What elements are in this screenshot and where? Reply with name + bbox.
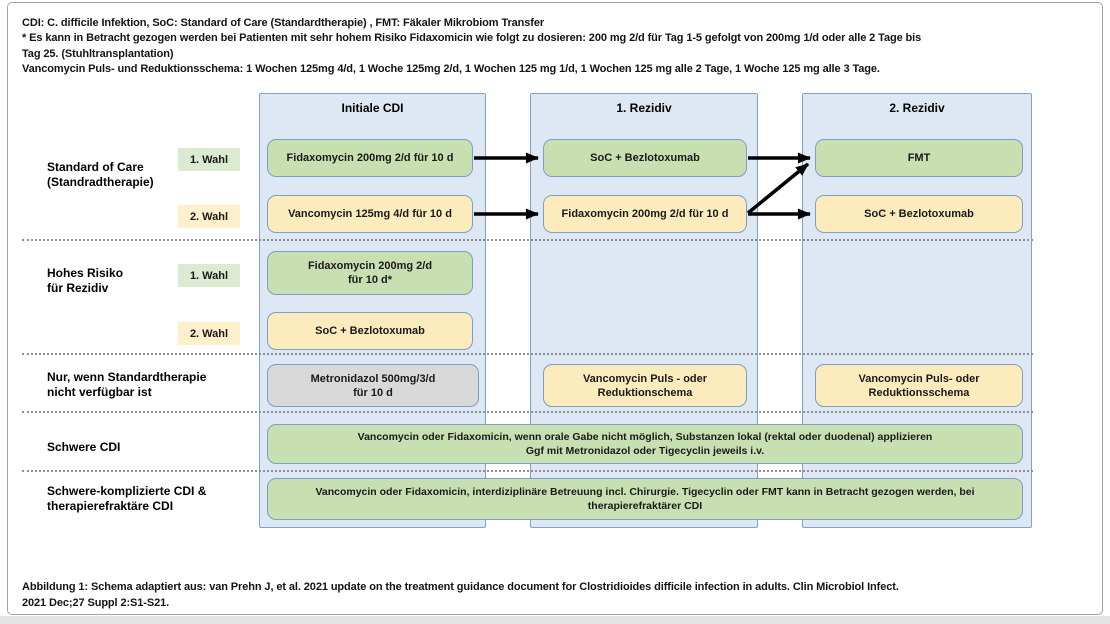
row-separator-3 <box>22 411 1033 413</box>
column-title-1-rezidiv: 1. Rezidiv <box>616 101 672 115</box>
box-rezidiv1-soc-bezlotoxumab: SoC + Bezlotoxumab <box>543 139 747 177</box>
row-label-standard-of-care: Standard of Care (Standradtherapie) <box>47 160 154 189</box>
badge-risiko-1-wahl: 1. Wahl <box>178 264 240 287</box>
header-notes: CDI: C. difficile Infektion, SoC: Standa… <box>22 16 1094 78</box>
row-separator-2 <box>22 353 1033 355</box>
row-label-schwere-cdi: Schwere CDI <box>47 440 121 454</box>
box-initial-vancomycin: Vancomycin 125mg 4/d für 10 d <box>267 195 473 233</box>
figure-caption: Abbildung 1: Schema adaptiert aus: van P… <box>22 581 899 609</box>
box-risiko-soc-bezlotoxumab: SoC + Bezlotoxumab <box>267 312 473 350</box>
box-schwere-cdi-therapie: Vancomycin oder Fidaxomicin, wenn orale … <box>267 424 1023 464</box>
box-rezidiv1-vancomycin-puls: Vancomycin Puls - oder Reduktionschema <box>543 364 747 407</box>
column-title-2-rezidiv: 2. Rezidiv <box>889 101 945 115</box>
row-label-standardtherapie-nicht-verfuegbar: Nur, wenn Standardtherapie nicht verfügb… <box>47 370 207 399</box>
box-rezidiv1-fidaxomycin: Fidaxomycin 200mg 2/d für 10 d <box>543 195 747 233</box>
badge-soc-2-wahl: 2. Wahl <box>178 205 240 228</box>
box-initial-fidaxomycin: Fidaxomycin 200mg 2/d für 10 d <box>267 139 473 177</box>
box-rezidiv2-vancomycin-puls: Vancomycin Puls- oder Reduktionsschema <box>815 364 1023 407</box>
row-separator-1 <box>22 239 1033 241</box>
column-title-initiale-cdi: Initiale CDI <box>341 101 404 115</box>
box-metronidazol: Metronidazol 500mg/3/d für 10 d <box>267 364 479 407</box>
box-risiko-fidaxomycin: Fidaxomycin 200mg 2/d für 10 d* <box>267 251 473 295</box>
window-bottom-edge <box>0 616 1110 624</box>
box-rezidiv2-fmt: FMT <box>815 139 1023 177</box>
note-fidaxomicin-dosing-cont: Tag 25. (Stuhltransplantation) <box>22 47 174 60</box>
row-separator-4 <box>22 470 1033 472</box>
box-rezidiv2-soc-bezlotoxumab: SoC + Bezlotoxumab <box>815 195 1023 233</box>
row-label-schwere-komplizierte-cdi: Schwere-komplizierte CDI & therapierefra… <box>47 484 207 513</box>
note-fidaxomicin-dosing: * Es kann in Betracht gezogen werden bei… <box>22 32 922 45</box>
note-vancomycin-schema: Vancomycin Puls- und Reduktionsschema: 1… <box>22 63 880 76</box>
note-abbreviations: CDI: C. difficile Infektion, SoC: Standa… <box>22 17 545 29</box>
box-schwere-komplizierte-therapie: Vancomycin oder Fidaxomicin, interdizipl… <box>267 478 1023 520</box>
badge-risiko-2-wahl: 2. Wahl <box>178 322 240 345</box>
row-label-hohes-risiko: Hohes Risiko für Rezidiv <box>47 266 124 295</box>
badge-soc-1-wahl: 1. Wahl <box>178 148 240 171</box>
